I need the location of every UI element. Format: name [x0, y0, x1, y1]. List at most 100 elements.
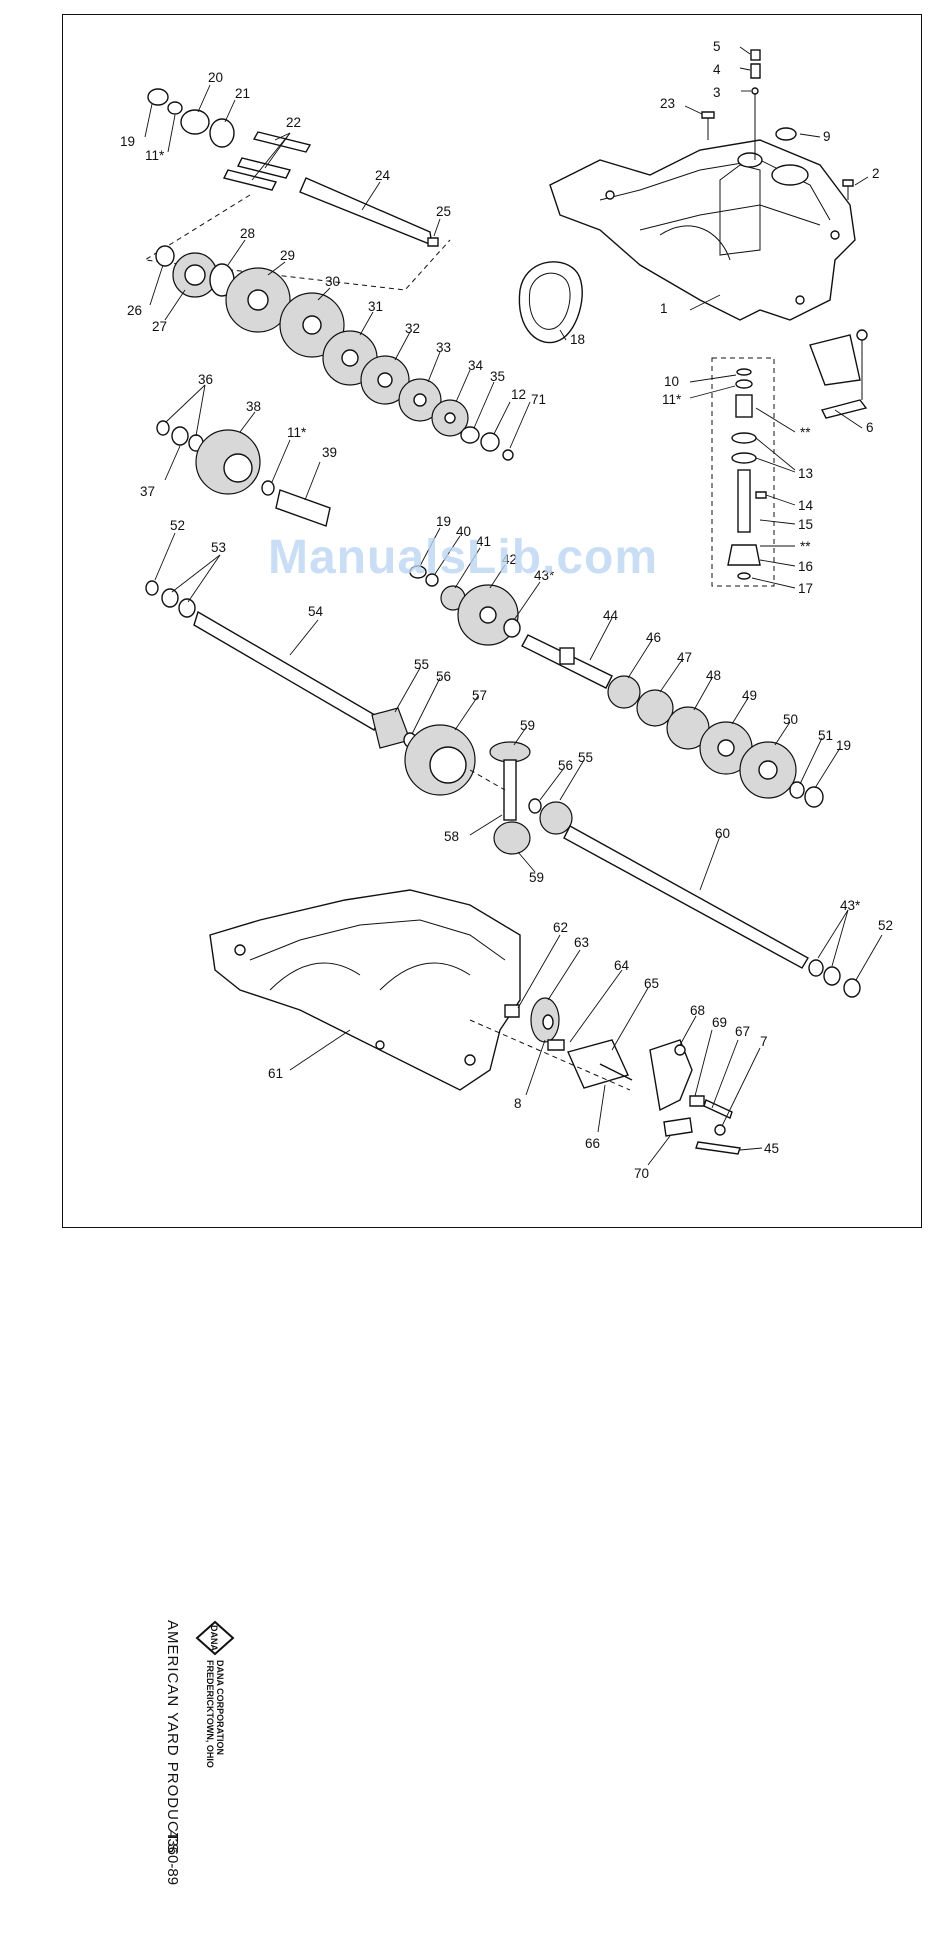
- label-58: 58: [444, 829, 459, 844]
- label-1: 1: [660, 301, 668, 316]
- label-8: 8: [514, 1096, 522, 1111]
- label-27: 27: [152, 319, 167, 334]
- label-24: 24: [375, 168, 391, 183]
- label-54: 54: [308, 604, 324, 619]
- label-2: 2: [872, 166, 880, 181]
- label-double-star-1: **: [800, 425, 811, 440]
- gear-cluster-middle: [156, 420, 331, 527]
- bevel-gear-group: [469, 741, 573, 855]
- company-name: DANA CORPORATION: [215, 1660, 225, 1755]
- label-50: 50: [783, 712, 798, 727]
- countershaft-group: [521, 634, 824, 808]
- label-14: 14: [798, 498, 814, 513]
- label-68: 68: [690, 1003, 705, 1018]
- diagram-frame: [62, 14, 922, 1228]
- main-axle-group: [145, 580, 476, 796]
- label-42: 42: [502, 552, 517, 567]
- label-5: 5: [713, 39, 721, 54]
- exploded-parts-diagram: 5 4 3 23 9 2 1 10 11* ** 6 13 14 15 ** 1…: [120, 39, 893, 1181]
- label-15: 15: [798, 517, 813, 532]
- label-23: 23: [660, 96, 675, 111]
- label-59-bottom: 59: [529, 870, 544, 885]
- label-39: 39: [322, 445, 337, 460]
- label-9: 9: [823, 129, 831, 144]
- label-60: 60: [715, 826, 730, 841]
- logo-text: DANA: [209, 1625, 219, 1651]
- label-63: 63: [574, 935, 589, 950]
- label-7: 7: [760, 1034, 768, 1049]
- label-40: 40: [456, 524, 471, 539]
- label-57: 57: [472, 688, 487, 703]
- label-45: 45: [764, 1141, 779, 1156]
- label-4: 4: [713, 62, 721, 77]
- output-axle: [563, 825, 861, 998]
- label-67: 67: [735, 1024, 750, 1039]
- upper-housing: [549, 139, 856, 321]
- label-13: 13: [798, 466, 813, 481]
- dana-logo-icon: DANA: [195, 1620, 235, 1656]
- label-70: 70: [634, 1166, 649, 1181]
- leader-lines: [144, 46, 883, 1166]
- label-11-star-top: 11*: [145, 148, 165, 163]
- label-52-left: 52: [170, 518, 185, 533]
- label-43-star-mid: 43*: [534, 568, 555, 583]
- label-65: 65: [644, 976, 659, 991]
- gear-cluster-upper: [155, 245, 514, 461]
- label-44: 44: [603, 608, 619, 623]
- label-double-star-2: **: [800, 539, 811, 554]
- label-31: 31: [368, 299, 383, 314]
- label-49: 49: [742, 688, 757, 703]
- label-69: 69: [712, 1015, 727, 1030]
- label-28: 28: [240, 226, 255, 241]
- label-29: 29: [280, 248, 295, 263]
- label-53: 53: [211, 540, 226, 555]
- label-16: 16: [798, 559, 813, 574]
- label-47: 47: [677, 650, 692, 665]
- label-21: 21: [235, 86, 250, 101]
- label-43-star-right: 43*: [840, 898, 861, 913]
- brand-block: DANA DANA CORPORATION FREDERICKTOWN, OHI…: [95, 1620, 235, 1940]
- gear-cluster-center: [409, 565, 521, 646]
- label-35: 35: [490, 369, 505, 384]
- label-3: 3: [713, 85, 721, 100]
- label-48: 48: [706, 668, 721, 683]
- label-32: 32: [405, 321, 420, 336]
- label-25: 25: [436, 204, 451, 219]
- label-6: 6: [866, 420, 874, 435]
- label-11-star-mid: 11*: [287, 425, 307, 440]
- label-61: 61: [268, 1066, 283, 1081]
- drive-chain: [518, 261, 583, 344]
- label-11-star-right: 11*: [662, 392, 682, 407]
- label-51: 51: [818, 728, 833, 743]
- label-59-top: 59: [520, 718, 535, 733]
- label-52-right: 52: [878, 918, 893, 933]
- watermark-text: ManualsLib.com: [268, 531, 659, 584]
- company-location: FREDERICKTOWN, OHIO: [205, 1660, 215, 1768]
- label-12: 12: [511, 387, 526, 402]
- label-19-right: 19: [836, 738, 851, 753]
- label-17: 17: [798, 581, 813, 596]
- brake-assembly: [469, 997, 741, 1155]
- label-66: 66: [585, 1136, 600, 1151]
- label-55-right: 55: [578, 750, 593, 765]
- lower-housing: [209, 889, 521, 1091]
- label-56-right: 56: [558, 758, 573, 773]
- label-22: 22: [286, 115, 301, 130]
- label-38: 38: [246, 399, 261, 414]
- product-line: AMERICAN YARD PRODUCTS: [164, 1620, 181, 1854]
- document-number: 4360-89: [164, 1830, 181, 1886]
- label-71: 71: [531, 392, 546, 407]
- shift-shaft-assembly: [711, 357, 775, 587]
- label-62: 62: [553, 920, 568, 935]
- upper-left-shaft-group: [143, 88, 451, 291]
- label-37: 37: [140, 484, 155, 499]
- label-55-left: 55: [414, 657, 429, 672]
- label-34: 34: [468, 358, 484, 373]
- label-56-left: 56: [436, 669, 451, 684]
- label-33: 33: [436, 340, 451, 355]
- label-18: 18: [570, 332, 585, 347]
- label-19-top: 19: [120, 134, 135, 149]
- label-10: 10: [664, 374, 679, 389]
- label-20: 20: [208, 70, 223, 85]
- label-64: 64: [614, 958, 630, 973]
